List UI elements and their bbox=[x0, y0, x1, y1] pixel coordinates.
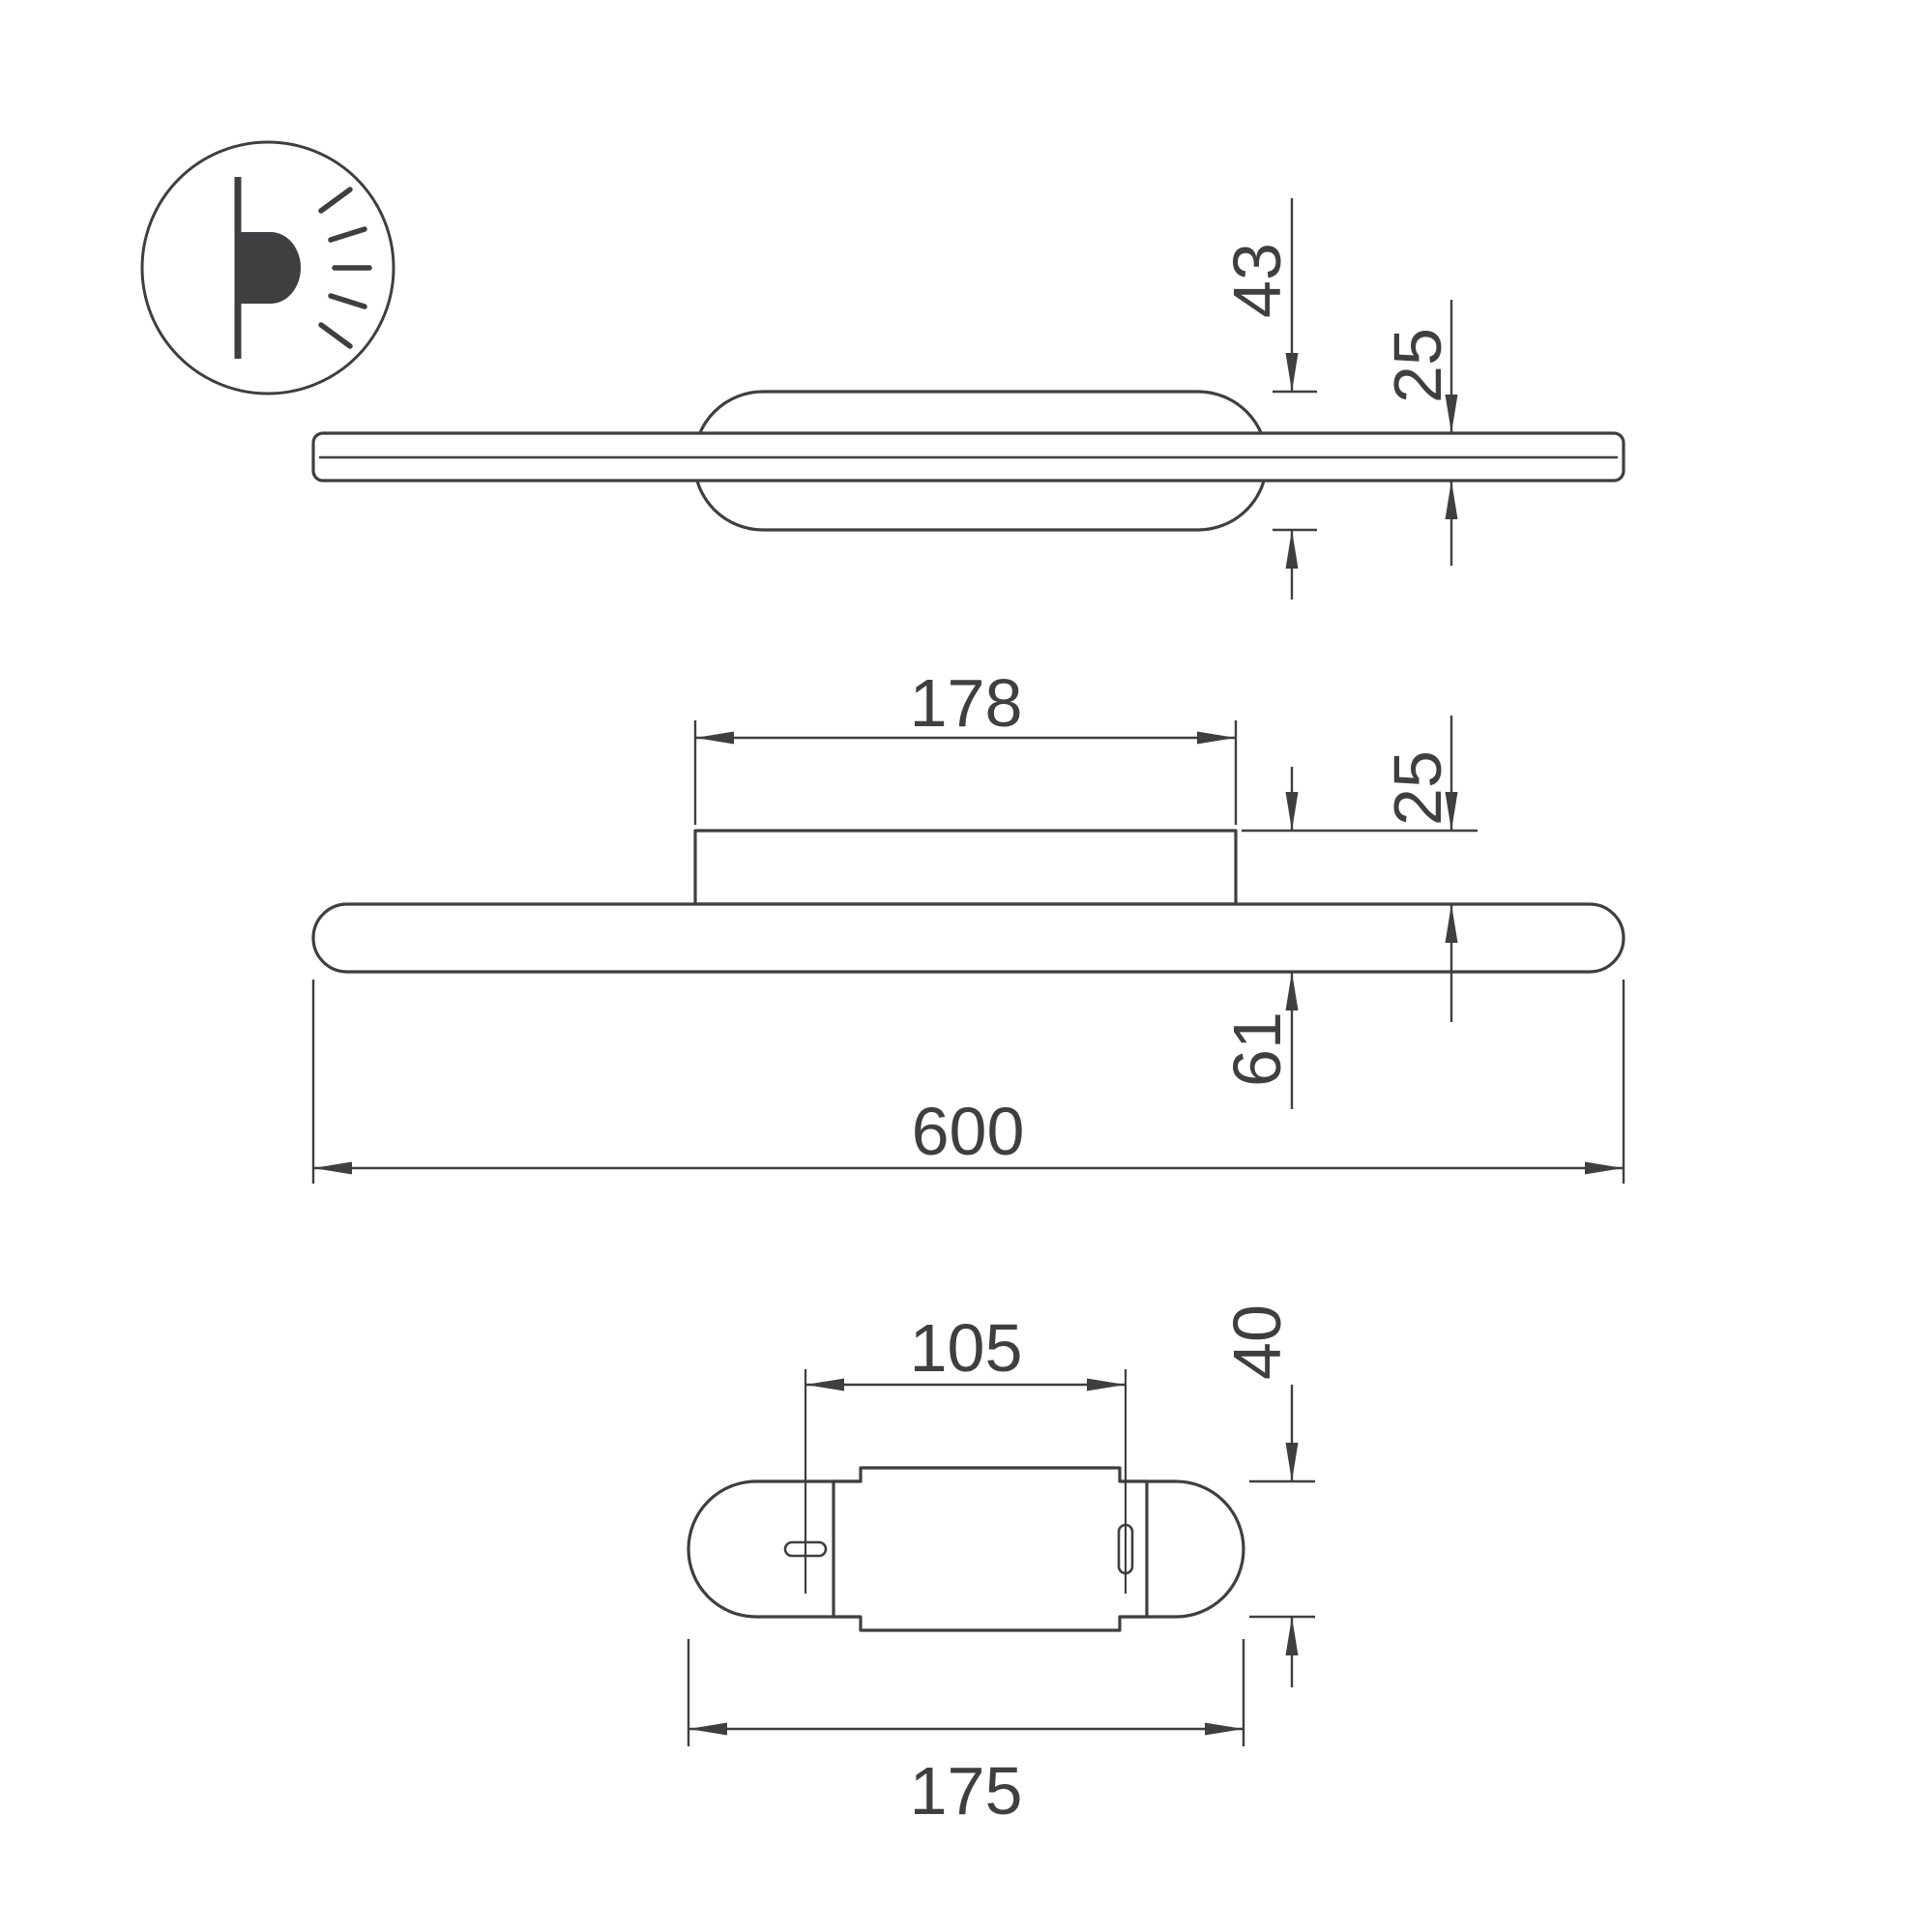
icon-lamp-body bbox=[238, 232, 301, 304]
dimension-label-body-depth: 43 bbox=[1219, 243, 1295, 318]
dimension-label-bracket-height: 40 bbox=[1219, 1304, 1295, 1380]
dimension-label-overall-length: 600 bbox=[912, 1094, 1025, 1169]
dimension-overall-length: 600 bbox=[311, 980, 1625, 1184]
dimension-label-panel-thickness: 25 bbox=[1380, 328, 1455, 403]
icon-circle bbox=[140, 140, 395, 395]
front-view-bar bbox=[311, 902, 1625, 974]
bracket-center-cover bbox=[832, 1466, 1149, 1632]
dimension-label-bracket-length: 175 bbox=[910, 1753, 1023, 1829]
dimension-panel-thickness: 25 bbox=[1380, 300, 1458, 566]
side-view: 43 25 bbox=[311, 198, 1625, 600]
front-view-mount-box bbox=[693, 829, 1238, 906]
front-view: 178 25 61 600 bbox=[311, 665, 1625, 1184]
dimension-mount-box-width: 178 bbox=[693, 665, 1238, 825]
dimension-bracket-height: 40 bbox=[1219, 1304, 1315, 1687]
dimension-mount-box-height: 25 bbox=[1242, 716, 1478, 1022]
bracket-view: 105 40 175 bbox=[687, 1304, 1315, 1829]
wall-light-icon bbox=[140, 140, 395, 395]
dimension-label-hole-spacing: 105 bbox=[910, 1310, 1023, 1386]
icon-light-rays bbox=[318, 187, 372, 349]
dimension-hole-spacing: 105 bbox=[804, 1310, 1127, 1594]
dimension-overall-depth: 61 bbox=[1219, 767, 1299, 1109]
dimension-label-mount-box-width: 178 bbox=[910, 665, 1023, 741]
dimension-label-mount-box-height: 25 bbox=[1380, 750, 1455, 826]
dimension-bracket-length: 175 bbox=[687, 1639, 1245, 1829]
dimension-body-depth: 43 bbox=[1219, 198, 1317, 600]
dimension-label-overall-depth: 61 bbox=[1219, 1011, 1295, 1087]
